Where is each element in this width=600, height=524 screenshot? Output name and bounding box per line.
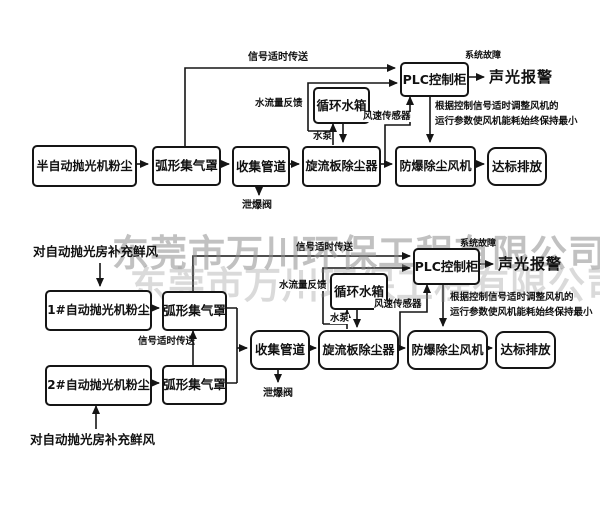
wind-speed-sensor-label: 风速传感器 [363,111,411,123]
fan-control-note-line2: 运行参数使风机能耗始终保持最小 [435,116,578,127]
sound-light-alarm-label: 声光报警 [489,68,554,86]
water-pump-label: 水泵 [313,131,333,143]
signal-transmit-top-label-2: 信号适时传送 [296,242,354,253]
box-compliant-discharge-2: 达标排放 [495,331,556,369]
fan-control-note-line1-2: 根据控制信号适时调整风机的 [450,292,574,304]
box-explosionproof-fan-2: 防爆除尘风机 [407,330,488,370]
box-explosionproof-fan: 防爆除尘风机 [395,146,476,187]
signal-transmit-label: 信号适时传送 [248,52,308,63]
explosion-vent-valve-label-2: 泄爆阀 [263,388,293,399]
system-fault-label-2: 系统故障 [460,239,497,249]
wind-speed-sensor-label-2: 风速传感器 [374,299,422,311]
explosion-vent-valve-label: 泄爆阀 [242,200,272,211]
sound-light-alarm-label-2: 声光报警 [498,255,563,273]
box-swirl-plate-scrubber: 旋流板除尘器 [302,146,381,187]
water-flow-feedback-label-2: 水流量反馈 [279,280,327,292]
system-fault-label: 系统故障 [465,51,502,61]
box-circulating-water-tank: 循环水箱 [313,87,370,124]
box-semiauto-polisher-dust: 半自动抛光机粉尘 [32,145,137,187]
box-plc-cabinet: PLC控制柜 [400,62,469,97]
fan-control-note-line1: 根据控制信号适时调整风机的 [435,101,559,112]
fan-control-note-line2-2: 运行参数使风机能耗始终保持最小 [450,307,593,319]
water-flow-feedback-label: 水流量反馈 [255,98,303,109]
box-arc-gas-hood-1: 弧形集气罩 [162,291,227,331]
fresh-air-supply-bottom-label: 对自动抛光房补充鲜风 [30,432,156,447]
box-collection-pipe-2: 收集管道 [250,330,310,370]
water-pump-label-2: 水泵 [330,313,350,325]
box-collection-pipe: 收集管道 [232,146,290,187]
fresh-air-supply-top-label: 对自动抛光房补充鲜风 [33,244,159,259]
box-swirl-plate-scrubber-2: 旋流板除尘器 [318,330,399,370]
box-arc-gas-hood: 弧形集气罩 [152,146,221,186]
box-compliant-discharge: 达标排放 [487,147,547,186]
signal-transmit-mid-label: 信号适时传送 [138,336,196,347]
box-auto-polisher1-dust: 1#自动抛光机粉尘 [45,290,152,331]
box-arc-gas-hood-2: 弧形集气罩 [162,365,227,405]
box-auto-polisher2-dust: 2#自动抛光机粉尘 [45,365,152,406]
box-plc-cabinet-2: PLC控制柜 [413,248,480,285]
